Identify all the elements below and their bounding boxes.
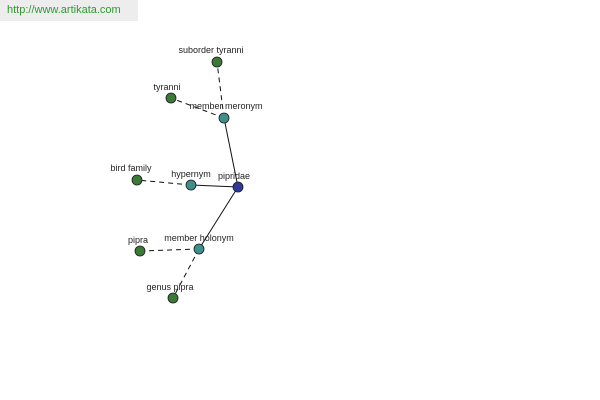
node-suborder-tyranni[interactable]: suborder tyranni	[178, 45, 244, 68]
edge-pipridae-to-member-meronym	[223, 117, 239, 188]
node-pipridae[interactable]: pipridae	[218, 171, 250, 193]
edge-hypernym-to-bird-family	[136, 179, 192, 186]
node-marker-tyranni[interactable]	[165, 92, 177, 104]
node-marker-suborder-tyranni[interactable]	[211, 56, 223, 68]
site-url-link[interactable]: http://www.artikata.com	[7, 4, 121, 16]
node-member-holonym[interactable]: member holonym	[164, 233, 234, 255]
node-tyranni[interactable]: tyranni	[153, 82, 181, 104]
node-hypernym[interactable]: hypernym	[171, 169, 211, 191]
node-genus-pipra[interactable]: genus pipra	[146, 282, 194, 304]
nodes-layer: pipridae member meronym hypernym member hol…	[110, 45, 263, 304]
node-label-genus-pipra: genus pipra	[146, 282, 193, 292]
node-member-meronym[interactable]: member meronym	[189, 101, 263, 124]
edge-pipridae-to-member-holonym	[198, 186, 239, 250]
node-label-pipra: pipra	[128, 235, 148, 245]
node-label-pipridae: pipridae	[218, 171, 250, 181]
node-marker-member-holonym[interactable]	[193, 243, 205, 255]
edge-member-holonym-to-pipra	[139, 248, 200, 252]
node-marker-genus-pipra[interactable]	[167, 292, 179, 304]
edge-pipridae-to-hypernym	[190, 184, 239, 188]
node-marker-pipridae[interactable]	[232, 181, 244, 193]
node-marker-pipra[interactable]	[134, 245, 146, 257]
edge-member-meronym-to-tyranni	[170, 97, 225, 119]
edge-member-holonym-to-genus-pipra	[172, 248, 200, 299]
node-pipra[interactable]: pipra	[128, 235, 148, 257]
node-marker-bird-family[interactable]	[131, 174, 143, 186]
node-marker-hypernym[interactable]	[185, 179, 197, 191]
edge-member-meronym-to-suborder-tyranni	[216, 61, 225, 119]
url-banner: http://www.artikata.com	[0, 0, 138, 21]
node-label-member-holonym: member holonym	[164, 233, 234, 243]
node-label-bird-family: bird family	[110, 163, 152, 173]
node-label-suborder-tyranni: suborder tyranni	[178, 45, 243, 55]
node-label-hypernym: hypernym	[171, 169, 211, 179]
node-label-tyranni: tyranni	[153, 82, 180, 92]
edges-layer	[136, 61, 239, 299]
node-label-member-meronym: member meronym	[189, 101, 262, 111]
node-bird-family[interactable]: bird family	[110, 163, 152, 186]
node-marker-member-meronym[interactable]	[218, 112, 230, 124]
